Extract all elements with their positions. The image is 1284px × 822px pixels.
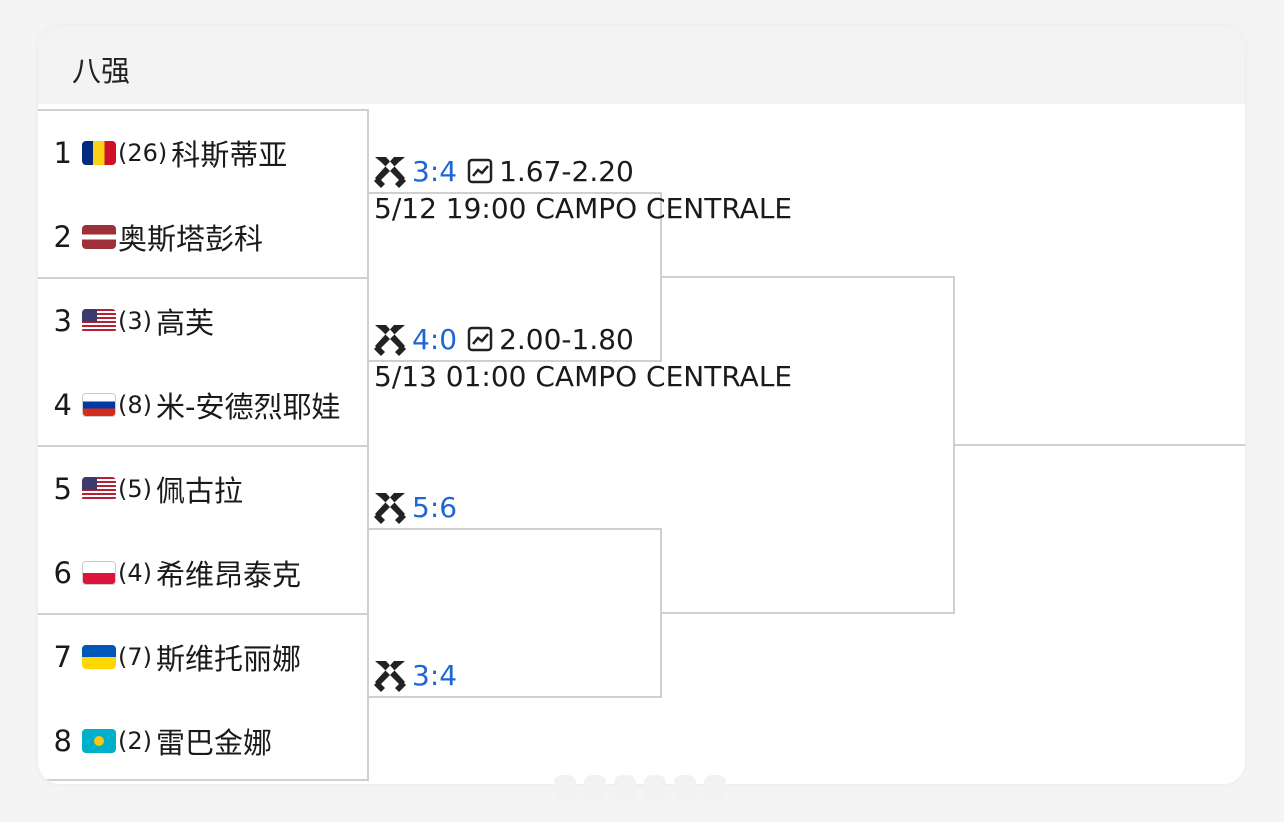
h2h-score: 5:6 — [412, 490, 458, 524]
player-seed: 5 — [53, 472, 72, 506]
kazakhstan-flag-icon — [82, 729, 116, 753]
bracket-line — [369, 192, 662, 194]
player-row[interactable]: 4 (8) 米-安德烈耶娃 — [38, 363, 367, 447]
player-seed: 2 — [53, 220, 72, 254]
match-info[interactable]: 3:4 1.67-2.20 — [372, 154, 634, 188]
player-seed: 7 — [53, 640, 72, 674]
player-name: 科斯蒂亚 — [171, 138, 288, 172]
match-odds: 1.67-2.20 — [499, 154, 634, 188]
card-header: 八强 — [38, 26, 1245, 104]
player-seed: 6 — [53, 556, 72, 590]
section-title: 八强 — [72, 54, 131, 88]
match-odds: 2.00-1.80 — [499, 322, 634, 356]
bracket-line — [369, 696, 662, 698]
player-name: 米-安德烈耶娃 — [156, 390, 341, 424]
match-info[interactable]: 4:0 2.00-1.80 — [372, 322, 634, 356]
player-seed: 4 — [53, 388, 72, 422]
romania-flag-icon — [82, 141, 116, 165]
match-group-1: 1 (26) 科斯蒂亚 2 奥斯塔彭科 — [38, 111, 367, 279]
player-rank: (3) — [118, 307, 152, 335]
h2h-score: 3:4 — [412, 154, 458, 188]
player-row[interactable]: 3 (3) 高芙 — [38, 279, 367, 363]
ukraine-flag-icon — [82, 645, 116, 669]
trend-chart-icon — [467, 158, 493, 184]
h2h-score: 3:4 — [412, 658, 458, 692]
trend-chart-icon — [467, 326, 493, 352]
player-seed: 1 — [53, 136, 72, 170]
match-group-4: 7 (7) 斯维托丽娜 8 (2) 雷巴金娜 — [38, 615, 367, 783]
player-name: 斯维托丽娜 — [156, 642, 302, 676]
player-rank: (4) — [118, 559, 152, 587]
player-name: 奥斯塔彭科 — [118, 222, 264, 256]
match-schedule: 5/13 01:00 CAMPO CENTRALE — [374, 360, 793, 393]
player-row[interactable]: 6 (4) 希维昂泰克 — [38, 531, 367, 615]
player-table: 1 (26) 科斯蒂亚 2 奥斯塔彭科 3 (3) 高芙 4 — [38, 109, 369, 781]
latvia-flag-icon — [82, 225, 116, 249]
bracket-line — [369, 360, 662, 362]
usa-flag-icon — [82, 477, 116, 501]
poland-flag-icon — [82, 561, 116, 585]
crossed-swords-icon — [372, 154, 408, 188]
match-info[interactable]: 5:6 — [372, 490, 457, 524]
h2h-score: 4:0 — [412, 322, 458, 356]
crossed-swords-icon — [372, 490, 408, 524]
bracket-line — [953, 444, 1245, 446]
player-rank: (7) — [118, 643, 152, 671]
player-row[interactable]: 8 (2) 雷巴金娜 — [38, 699, 367, 783]
player-row[interactable]: 1 (26) 科斯蒂亚 — [38, 111, 367, 195]
player-row[interactable]: 2 奥斯塔彭科 — [38, 195, 367, 279]
bracket-line — [369, 528, 662, 530]
player-name: 佩古拉 — [156, 474, 244, 508]
player-name: 希维昂泰克 — [156, 558, 302, 592]
bracket-line — [660, 612, 955, 614]
match-group-3: 5 (5) 佩古拉 6 (4) 希维昂泰克 — [38, 447, 367, 615]
player-row[interactable]: 7 (7) 斯维托丽娜 — [38, 615, 367, 699]
player-rank: (26) — [118, 139, 168, 167]
crossed-swords-icon — [372, 322, 408, 356]
bracket-line — [660, 276, 955, 278]
crossed-swords-icon — [372, 658, 408, 692]
player-rank: (8) — [118, 391, 152, 419]
match-info[interactable]: 3:4 — [372, 658, 457, 692]
match-schedule: 5/12 19:00 CAMPO CENTRALE — [374, 192, 793, 225]
player-name: 高芙 — [156, 306, 215, 340]
player-name: 雷巴金娜 — [156, 726, 273, 760]
player-seed: 8 — [53, 724, 72, 758]
player-seed: 3 — [53, 304, 72, 338]
player-rank: (5) — [118, 475, 152, 503]
player-row[interactable]: 5 (5) 佩古拉 — [38, 447, 367, 531]
player-rank: (2) — [118, 727, 152, 755]
bracket-card: 八强 1 (26) 科斯蒂亚 2 奥斯塔彭科 3 (3) 高芙 — [38, 26, 1245, 784]
watermark — [545, 773, 735, 803]
usa-flag-icon — [82, 309, 116, 333]
match-group-2: 3 (3) 高芙 4 (8) 米-安德烈耶娃 — [38, 279, 367, 447]
russia-flag-icon — [82, 393, 116, 417]
